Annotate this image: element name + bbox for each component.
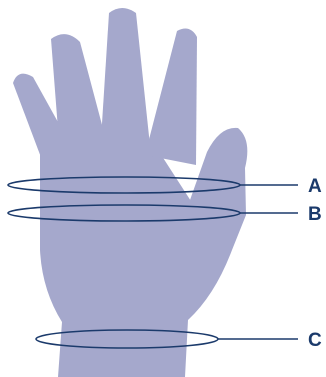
marker-label-a: A <box>308 176 322 197</box>
marker-label-b: B <box>308 204 322 225</box>
hand-index-finger <box>145 29 197 165</box>
hand-middle-finger <box>100 8 151 155</box>
marker-label-c: C <box>308 330 322 351</box>
